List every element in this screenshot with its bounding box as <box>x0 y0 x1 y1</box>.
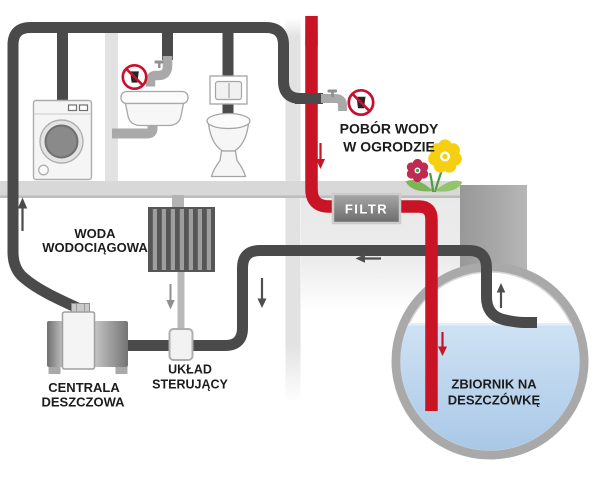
pump-left-barrel <box>47 321 64 367</box>
garden-faucet-handle <box>327 89 337 93</box>
washing-machine-drum <box>44 124 79 159</box>
mains-water-unit <box>148 195 215 331</box>
flower-stem <box>428 172 435 193</box>
control-unit-label-line2: STERUJĄCY <box>152 378 228 392</box>
mains-water-label-line1: WODA <box>74 226 116 241</box>
flow-arrow-left-suction <box>355 254 381 263</box>
leaf-icon <box>405 180 433 192</box>
toilet <box>206 75 251 178</box>
yellow-flower-icon <box>428 139 462 173</box>
washing-machine-filter-cap <box>38 164 49 176</box>
washing-machine-knob <box>67 104 78 112</box>
pump-foot <box>48 366 61 374</box>
flow-arrow-up-riser <box>17 197 28 231</box>
control-unit-box <box>168 328 194 361</box>
mains-inlet-stub <box>172 195 184 208</box>
pump-label-line1: CENTRALA <box>48 380 120 395</box>
main-riser-and-top-run <box>7 22 307 315</box>
radiator-fins <box>152 209 211 270</box>
sink <box>112 56 189 139</box>
sink-drain-pipe <box>112 120 158 139</box>
sink-basin <box>124 102 185 127</box>
prohibition-slash-icon <box>352 93 370 112</box>
flow-arrow-down-basement <box>257 278 267 308</box>
sink-rim <box>120 90 189 105</box>
no-drink-sign-sink <box>121 64 148 90</box>
sink-faucet-stem <box>158 63 161 68</box>
flow-arrow-down-mains <box>166 284 175 310</box>
pump-label-line2: DESZCZOWA <box>41 395 125 410</box>
rain-downpipe-inlet <box>305 16 352 213</box>
tank-label-line2: DESZCZÓWKĘ <box>448 393 541 408</box>
toilet-rim <box>206 112 251 130</box>
rain-pipe-to-tank <box>396 200 438 411</box>
filter-label: FILTR <box>345 202 388 217</box>
garden-tap-label-line2: W OGRODZIE <box>343 139 435 155</box>
rain-downpipe <box>305 14 438 411</box>
washing-machine <box>32 99 93 181</box>
control-unit-label-line1: UKŁAD <box>168 363 212 377</box>
exterior-wall <box>285 18 301 402</box>
flow-arrow-up-tank-outlet <box>496 283 506 308</box>
sink-faucet-icon <box>145 56 173 87</box>
filter-body <box>331 192 402 225</box>
magenta-flower-icon <box>406 158 429 183</box>
prohibition-slash-icon <box>125 68 144 86</box>
garden-tap <box>321 89 347 111</box>
pump-tower <box>61 311 96 370</box>
supply-pipe-network <box>7 22 537 351</box>
no-drink-sign-garden <box>347 88 375 117</box>
garden-faucet-icon <box>321 94 347 111</box>
garden-faucet-stem <box>331 92 334 97</box>
leaf-icon <box>435 180 463 192</box>
filter-box: FILTR <box>331 192 402 225</box>
diagram-labels: WODA WODOCIĄGOWA POBÓR WODY W OGRODZIE U… <box>41 120 540 410</box>
water-surface <box>400 323 580 326</box>
pump-foot <box>115 366 128 374</box>
mains-feed-pipe <box>177 272 185 331</box>
flow-arrow-down-tank-inlet <box>438 332 447 356</box>
garden-tap-label-line1: POBÓR WODY <box>340 120 439 137</box>
rain-pump <box>47 303 128 374</box>
sink-faucet-handle <box>154 60 164 64</box>
mains-water-label-line2: WODOCIĄGOWA <box>42 240 148 255</box>
garden-flowers <box>405 139 463 193</box>
ground-band-edge <box>0 195 460 198</box>
flow-arrow-down-rainpipe <box>316 143 325 169</box>
flow-arrows <box>17 143 506 356</box>
tank-label-line1: ZBIORNIK NA <box>451 377 537 392</box>
suction-pipe <box>127 245 537 351</box>
washing-machine-knob <box>78 104 89 112</box>
interior-wall <box>105 28 118 181</box>
toilet-pedestal <box>210 150 247 178</box>
pump-right-barrel <box>94 321 128 367</box>
